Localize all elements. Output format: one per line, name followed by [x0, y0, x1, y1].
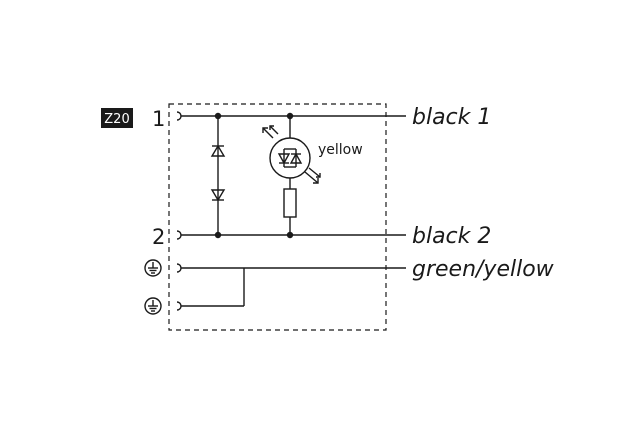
contact-pe-1 [176, 263, 182, 273]
resistor [283, 188, 297, 218]
ground-symbol-1 [144, 259, 162, 277]
light-emission-icon-2 [304, 167, 321, 184]
pin-2-label: 2 [152, 225, 165, 249]
contact-1 [176, 111, 182, 121]
badge-text: Z20 [104, 112, 129, 127]
junction-dots [214, 112, 294, 239]
diode-branch [210, 116, 226, 235]
led-body [269, 137, 311, 179]
led-color-label: yellow [318, 142, 363, 158]
socket-contacts [176, 111, 182, 311]
light-emission-icon [262, 125, 279, 139]
contact-pe-2 [176, 301, 182, 311]
wire-label-black-1: black 1 [412, 105, 491, 130]
connector-code-badge: Z20 [101, 108, 133, 128]
wire-label-black-2: black 2 [412, 224, 491, 249]
ground-symbol-2 [144, 297, 162, 315]
wire-label-green-yellow: green/yellow [412, 257, 555, 282]
pin-1-label: 1 [152, 107, 165, 131]
housing-outline [168, 103, 387, 331]
contact-2 [176, 230, 182, 240]
led-branch [262, 116, 321, 235]
